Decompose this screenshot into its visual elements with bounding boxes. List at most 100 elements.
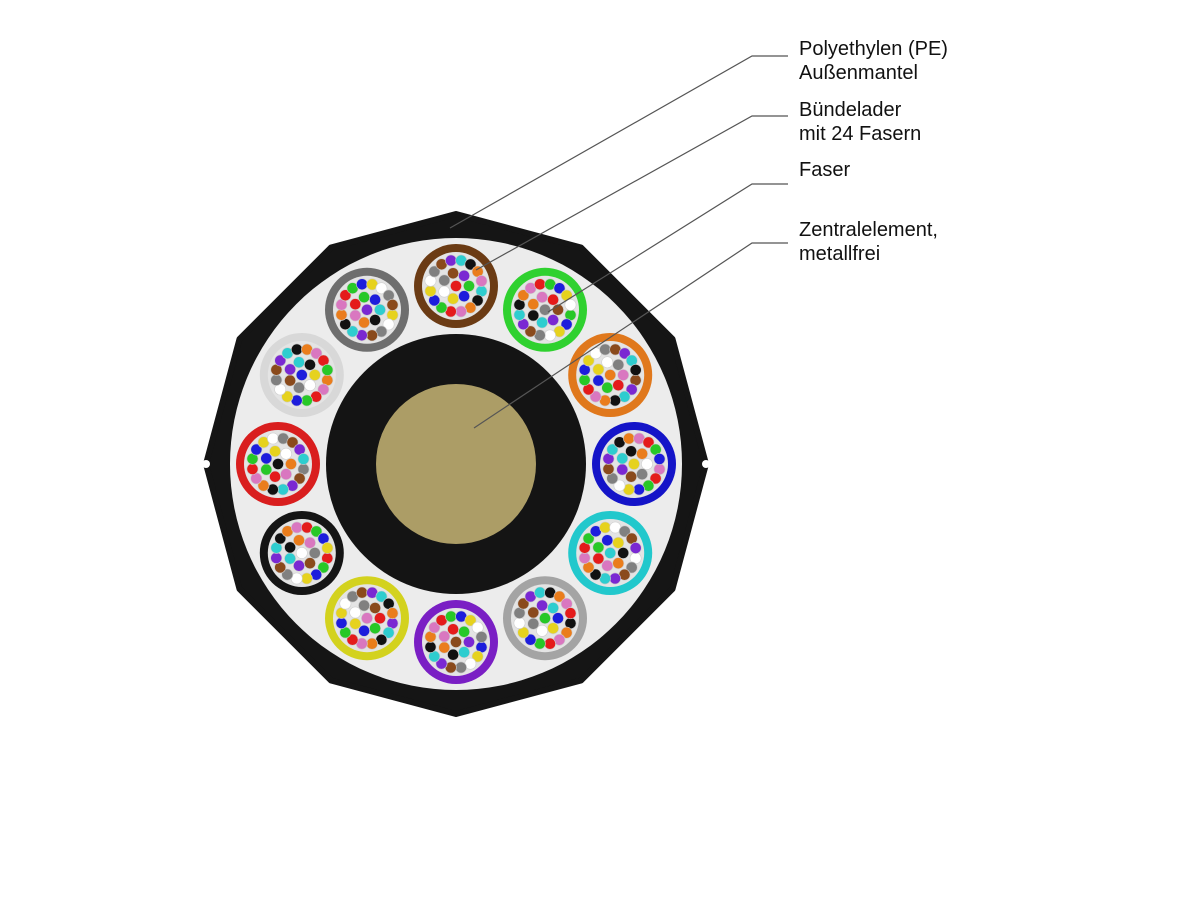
- fiber: [280, 447, 292, 460]
- fiber: [257, 479, 270, 492]
- fiber: [358, 316, 370, 329]
- fiber: [553, 590, 566, 603]
- fiber: [447, 267, 459, 280]
- fiber: [564, 607, 577, 620]
- fiber: [285, 458, 297, 470]
- fiber: [592, 541, 605, 554]
- violet-tube: [414, 600, 498, 684]
- fiber: [458, 625, 470, 638]
- fiber: [464, 258, 477, 271]
- fiber: [281, 390, 294, 403]
- fiber: [589, 568, 602, 581]
- fiber: [293, 381, 305, 394]
- fiber: [589, 390, 602, 403]
- fiber: [653, 453, 666, 465]
- fiber: [601, 356, 614, 369]
- jacket-notch-left: [202, 460, 210, 468]
- label-central-line-2: metallfrei: [799, 243, 880, 265]
- fiber: [300, 394, 313, 407]
- fiber: [269, 470, 281, 483]
- fiber: [524, 325, 537, 338]
- yellow-tube: [325, 576, 409, 661]
- fiber: [281, 568, 294, 581]
- fiber: [649, 472, 662, 485]
- fiber: [310, 525, 323, 538]
- gray-tube: [503, 576, 587, 661]
- fiber: [625, 445, 637, 458]
- label-central-line-1: Zentralelement,: [799, 219, 938, 241]
- fiber: [386, 607, 399, 620]
- slate-tube: [325, 267, 409, 352]
- fiber: [293, 472, 306, 485]
- fiber: [438, 285, 451, 298]
- fiber: [601, 559, 614, 572]
- fiber: [424, 641, 437, 653]
- label-tube: Bündelader mit 24 Fasern: [799, 99, 921, 145]
- fiber: [552, 612, 564, 625]
- fiber: [534, 586, 546, 599]
- fiber: [369, 314, 381, 326]
- fiber: [536, 599, 548, 612]
- label-central: Zentralelement, metallfrei: [799, 219, 944, 265]
- fiber: [274, 354, 287, 367]
- fiber: [560, 626, 573, 639]
- fiber: [455, 305, 467, 318]
- fiber: [375, 282, 388, 295]
- fiber: [642, 436, 655, 449]
- leader-line-fiber: [547, 183, 788, 313]
- fiber: [321, 364, 334, 376]
- label-fiber-line-1: Faser: [799, 159, 850, 181]
- fiber: [346, 633, 359, 646]
- fiber: [358, 291, 370, 304]
- fiber: [527, 298, 540, 311]
- fiber: [335, 617, 348, 629]
- labels: Polyethylen (PE) Außenmantel Bündelader …: [799, 38, 948, 265]
- fiber: [361, 303, 373, 316]
- fiber: [612, 536, 625, 549]
- turquoise-tube: [568, 511, 653, 595]
- fiber: [375, 590, 388, 603]
- fiber: [284, 552, 296, 565]
- fiber: [308, 547, 321, 559]
- fiber: [625, 470, 637, 483]
- fiber: [547, 602, 559, 614]
- fiber: [260, 452, 273, 465]
- fiber: [455, 661, 467, 674]
- fiber: [284, 374, 296, 387]
- fiber: [438, 274, 451, 287]
- jacket-notch-right: [702, 460, 710, 468]
- fiber: [300, 572, 313, 585]
- fiber: [612, 358, 625, 371]
- fiber: [297, 453, 310, 465]
- fiber: [438, 641, 451, 654]
- fiber: [293, 559, 305, 572]
- central-element: [376, 384, 536, 544]
- leader-line-tube: [475, 115, 788, 271]
- fiber: [349, 298, 362, 311]
- fiber: [612, 379, 625, 392]
- fiber: [613, 479, 626, 492]
- fiber: [358, 599, 370, 612]
- fiber: [349, 309, 362, 322]
- label-fiber: Faser: [799, 159, 850, 181]
- fiber: [544, 637, 556, 650]
- fiber: [267, 432, 279, 445]
- fiber: [513, 308, 526, 321]
- fiber: [560, 318, 573, 331]
- fiber: [592, 374, 605, 387]
- fiber: [290, 343, 303, 356]
- fiber: [536, 291, 548, 304]
- red-tube: [236, 422, 320, 506]
- label-jacket-line-1: Polyethylen (PE): [799, 38, 948, 60]
- fiber: [290, 521, 303, 534]
- fiber: [260, 463, 273, 476]
- fiber: [284, 541, 296, 554]
- fiber: [424, 285, 437, 297]
- fiber: [356, 586, 368, 599]
- fiber: [564, 298, 577, 311]
- fiber: [270, 552, 283, 564]
- fiber: [349, 606, 362, 619]
- fiber: [536, 316, 548, 329]
- fiber: [544, 329, 556, 342]
